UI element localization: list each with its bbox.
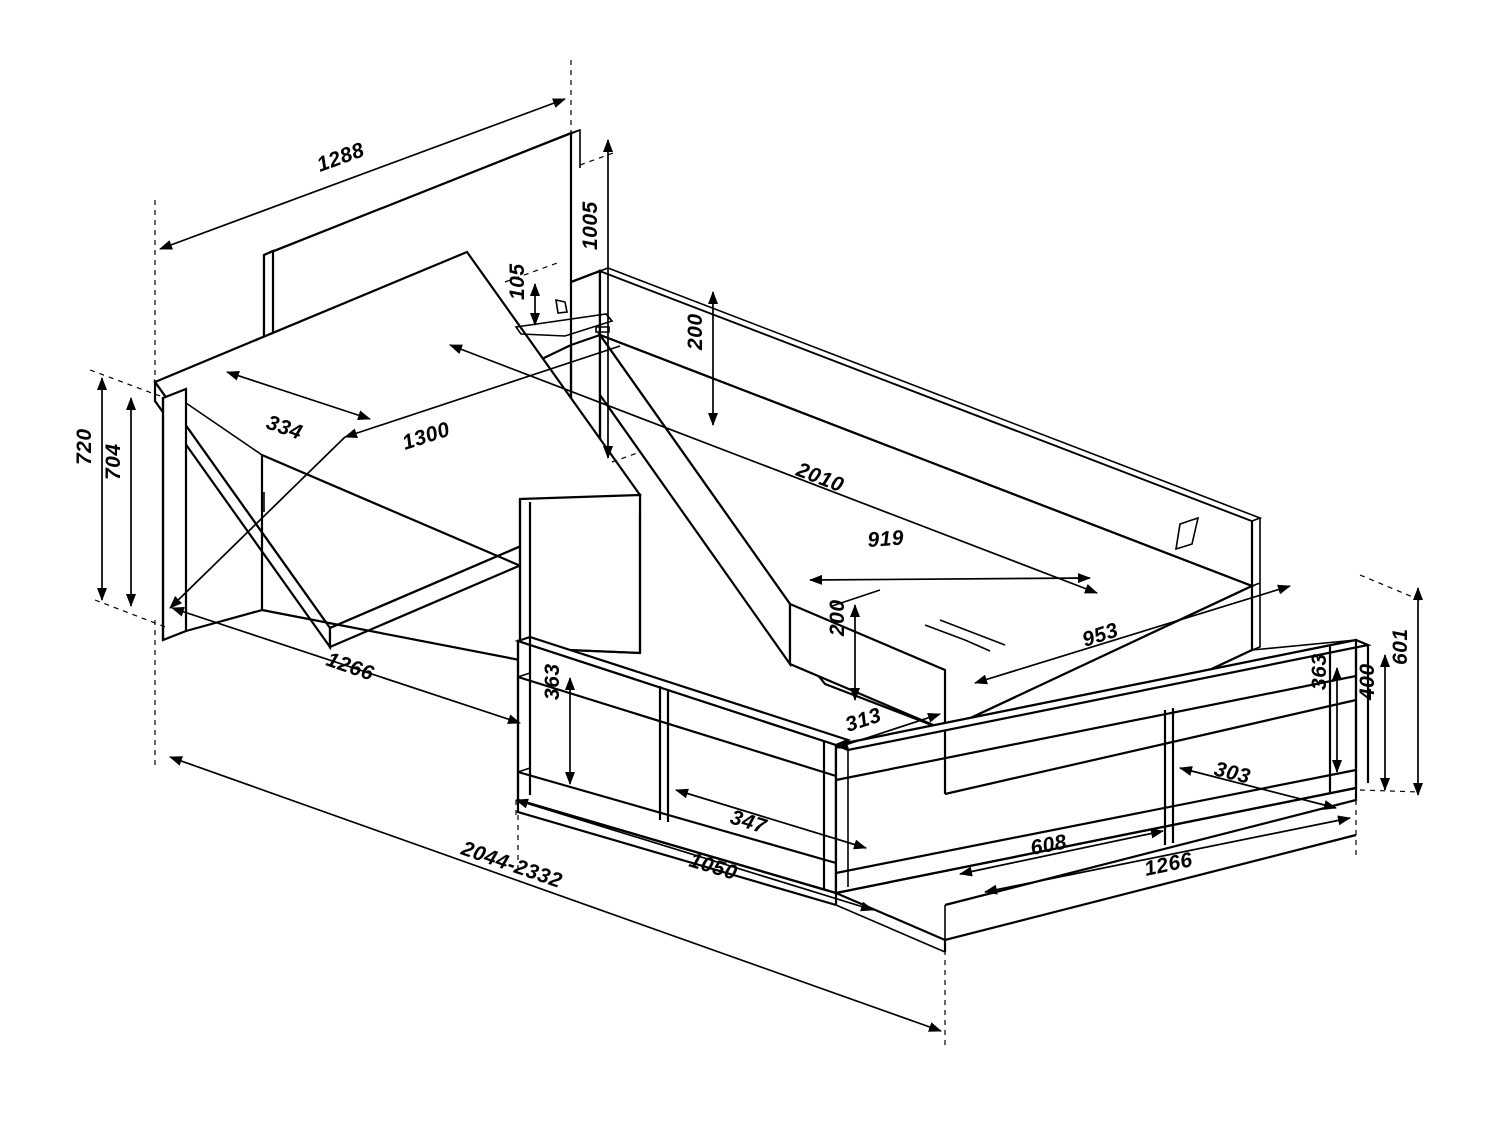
dim-label-720: 720 [73,428,96,465]
dim-200-bed: 200 [826,599,860,701]
dim-720: 720 [73,377,107,601]
dim-label-200-bed: 200 [826,599,849,637]
dim-919: 919 [809,526,1091,585]
dim-label-400: 400 [1356,663,1379,701]
dim-label-919: 919 [867,526,905,551]
dim-704: 704 [102,397,136,607]
dim-label-601: 601 [1389,628,1412,665]
dim-363-right: 363 [1308,653,1342,773]
dim-label-1005: 1005 [579,201,602,250]
dim-label-200-rail: 200 [684,313,707,351]
dim-label-363-right: 363 [1308,653,1331,690]
dim-label-1266-left: 1266 [323,648,377,686]
dim-label-363-left: 363 [541,663,564,700]
desk-side-panel [161,387,188,642]
middle-divider-panel [518,493,642,655]
dim-label-105: 105 [506,263,529,300]
dim-label-1288: 1288 [314,138,368,176]
dim-label-313: 313 [842,704,884,737]
dim-601: 601 [1389,587,1423,796]
left-shelf-unit [514,635,852,895]
dim-label-704: 704 [102,443,125,480]
dim-400: 400 [1356,654,1390,791]
dim-105: 105 [506,263,540,326]
